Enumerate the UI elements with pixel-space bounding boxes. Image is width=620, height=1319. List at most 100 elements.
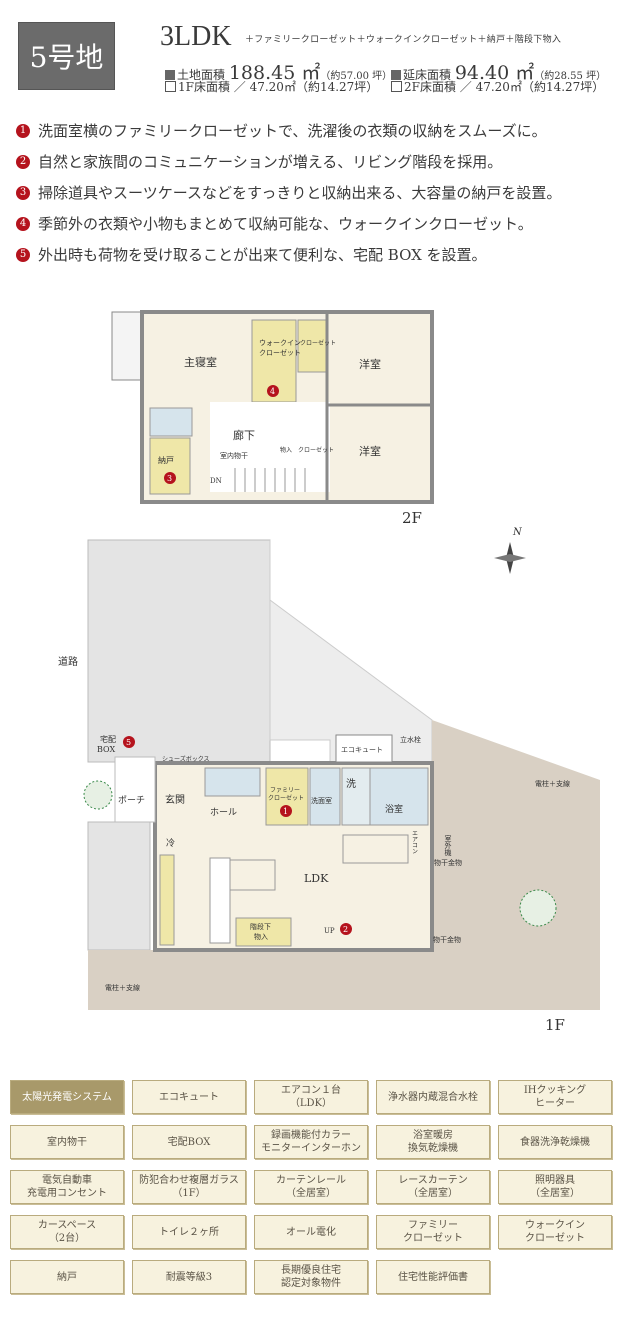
plan1f-hall: ホール — [210, 807, 237, 818]
points-1-num: 2 — [16, 154, 30, 169]
plan-2f: 主寝室 ウォークイン クローゼット クローゼット 洋室 洋室 廊下 室内物干 納… — [111, 310, 434, 527]
layout-extras: ＋ファミリークローゼット＋ウォークインクローゼット＋納戸＋階段下物入 — [245, 35, 562, 45]
feature-tag: エアコン１台 （LDK） — [254, 1080, 368, 1114]
feature-tag: 防犯合わせ複層ガラス （1F） — [132, 1170, 246, 1204]
floor2-area: 2F床面積 ／ 47.20㎡（約14.27坪） — [391, 78, 604, 95]
point-item: 2 自然と家族間のコミュニケーションが増える、リビング階段を採用。 — [16, 146, 561, 177]
plan1f-compass: N — [512, 527, 523, 538]
feature-tag: 宅配BOX — [132, 1125, 246, 1159]
plan1f-laundry: 洗 — [346, 778, 356, 790]
header-land_area-value: 188.45 ㎡ — [228, 62, 321, 84]
feature-tag: カースペース （2台） — [10, 1215, 124, 1249]
plan1f-faucet: 立水栓 — [400, 735, 421, 744]
plan1f-bath: 浴室 — [385, 803, 403, 815]
feature-points: 1 洗面室横のファミリークローゼットで、洗濯後の衣類の収納をスムーズに。 2 自然と… — [16, 115, 561, 270]
plan1f-pole1: 電柱＋支線 — [535, 779, 570, 788]
plan1f-pole2: 電柱＋支線 — [105, 983, 140, 992]
plan1f-entrance: 玄関 — [165, 793, 185, 806]
feature-tag: ウォークイン クローゼット — [498, 1215, 612, 1249]
layout-title: 3LDK — [160, 21, 232, 52]
empty-square-icon — [165, 81, 176, 92]
feature-tag: 浄水器内蔵混合水栓 — [376, 1080, 490, 1114]
points-3-num: 4 — [16, 216, 30, 231]
plan1f-n5: 5 — [126, 738, 131, 747]
plan2f-mono: 物入 — [280, 446, 292, 454]
plan2f-n4: 4 — [270, 387, 275, 396]
feature-tag: 室内物干 — [10, 1125, 124, 1159]
points-1-text: 自然と家族間のコミュニケーションが増える、リビング階段を採用。 — [38, 153, 503, 171]
plan2f-closet2: クローゼット — [298, 446, 334, 454]
floor1-area: 1F床面積 ／ 47.20㎡（約14.27坪） — [165, 78, 378, 95]
feature-tag: エコキュート — [132, 1080, 246, 1114]
plan1f-hanger1: 物干金物 — [434, 858, 462, 867]
plan1f-under2: 物入 — [254, 932, 268, 941]
header-floor_area-value: 94.40 ㎡ — [454, 62, 535, 84]
feature-tag: 長期優良住宅 認定対象物件 — [254, 1260, 368, 1294]
plan2f-closet_v: クローゼット — [300, 339, 336, 347]
feature-tag: トイレ２ヶ所 — [132, 1215, 246, 1249]
point-item: 4 季節外の衣類や小物もまとめて収納可能な、ウォークインクローゼット。 — [16, 208, 561, 239]
plan1f-n2: 2 — [343, 925, 348, 934]
plan2f-drying: 室内物干 — [220, 451, 248, 460]
plan2f-hall: 廊下 — [233, 428, 255, 442]
empty-square-icon — [391, 81, 402, 92]
plan1f-porch: ポーチ — [118, 795, 145, 806]
plan2f-western1: 洋室 — [359, 357, 381, 371]
plan2f-storage: 納戸 — [158, 455, 174, 465]
header-land_area-label: 土地面積 — [177, 68, 226, 82]
header-floor_area-label: 延床面積 — [403, 68, 452, 82]
lot-badge: 5号地 — [18, 22, 115, 90]
plan1f-aircon: エアコン — [411, 830, 418, 854]
feature-tag: 浴室暖房 換気乾燥機 — [376, 1125, 490, 1159]
header-floor2: 2F床面積 ／ 47.20㎡（約14.27坪） — [404, 80, 605, 94]
plan1f-road: 道路 — [58, 655, 78, 668]
filled-square-icon — [391, 70, 401, 80]
feature-tag: 太陽光発電システム — [10, 1080, 124, 1114]
plan1f-up: UP — [324, 927, 335, 935]
plan1f-outdoor: 室外機 — [444, 834, 452, 857]
points-0-num: 1 — [16, 123, 30, 138]
plan1f-ldk: LDK — [304, 872, 329, 885]
filled-square-icon — [165, 70, 175, 80]
plan1f-under1: 階段下 — [250, 922, 271, 931]
plan2f-n3: 3 — [167, 474, 172, 483]
plan2f-western2: 洋室 — [359, 444, 381, 458]
plan1f-wash: 洗面室 — [311, 796, 332, 805]
land-area: 土地面積 188.45 ㎡（約57.00 坪） — [165, 58, 392, 85]
points-3-text: 季節外の衣類や小物もまとめて収納可能な、ウォークインクローゼット。 — [38, 215, 533, 233]
plan1f-box: BOX — [97, 745, 115, 754]
plan1f-hanger2: 物干金物 — [433, 935, 461, 944]
floor-label-2f: 2F — [402, 509, 422, 527]
feature-tag: 録画機能付カラー モニターインターホン — [254, 1125, 368, 1159]
header-floor1: 1F床面積 ／ 47.20㎡（約14.27坪） — [178, 80, 379, 94]
feature-tag: ファミリー クローゼット — [376, 1215, 490, 1249]
floor-plans: 主寝室 ウォークイン クローゼット クローゼット 洋室 洋室 廊下 室内物干 納… — [58, 310, 600, 1034]
plan2f-wic1: ウォークイン — [259, 339, 301, 347]
plan1f-ecocute: エコキュート — [341, 746, 383, 754]
points-4-num: 5 — [16, 247, 30, 262]
plan1f-n1: 1 — [283, 807, 288, 816]
floor-area: 延床面積 94.40 ㎡（約28.55 坪） — [391, 58, 606, 85]
feature-tag: 住宅性能評価書 — [376, 1260, 490, 1294]
point-item: 5 外出時も荷物を受け取ることが出来て便利な、宅配 BOX を設置。 — [16, 239, 561, 270]
plan2f-wic2: クローゼット — [259, 348, 301, 357]
feature-tag: 食器洗浄乾燥機 — [498, 1125, 612, 1159]
header-floor_area-tsubo: （約28.55 坪） — [534, 71, 607, 82]
feature-tag: 納戸 — [10, 1260, 124, 1294]
feature-tag: IHクッキング ヒーター — [498, 1080, 612, 1114]
points-4-text: 外出時も荷物を受け取ることが出来て便利な、宅配 BOX を設置。 — [38, 246, 487, 264]
plan1f-shoes: シューズボックス — [162, 755, 210, 763]
feature-tag: 電気自動車 充電用コンセント — [10, 1170, 124, 1204]
point-item: 1 洗面室横のファミリークローゼットで、洗濯後の衣類の収納をスムーズに。 — [16, 115, 561, 146]
plan1f-delivery: 宅配 — [100, 734, 116, 744]
plan-1f: エコキュート 立水栓 道路 宅配 BOX 5 シューズボックス 電柱＋支線 電柱… — [58, 539, 600, 1034]
floor-label-1f: 1F — [545, 1016, 565, 1034]
header-land_area-tsubo: （約57.00 坪） — [320, 71, 393, 82]
feature-tag: 照明器具 （全居室） — [498, 1170, 612, 1204]
plan1f-fc2: クローゼット — [268, 794, 304, 802]
points-0-text: 洗面室横のファミリークローゼットで、洗濯後の衣類の収納をスムーズに。 — [38, 122, 547, 140]
plan2f-dn: DN — [210, 477, 222, 485]
